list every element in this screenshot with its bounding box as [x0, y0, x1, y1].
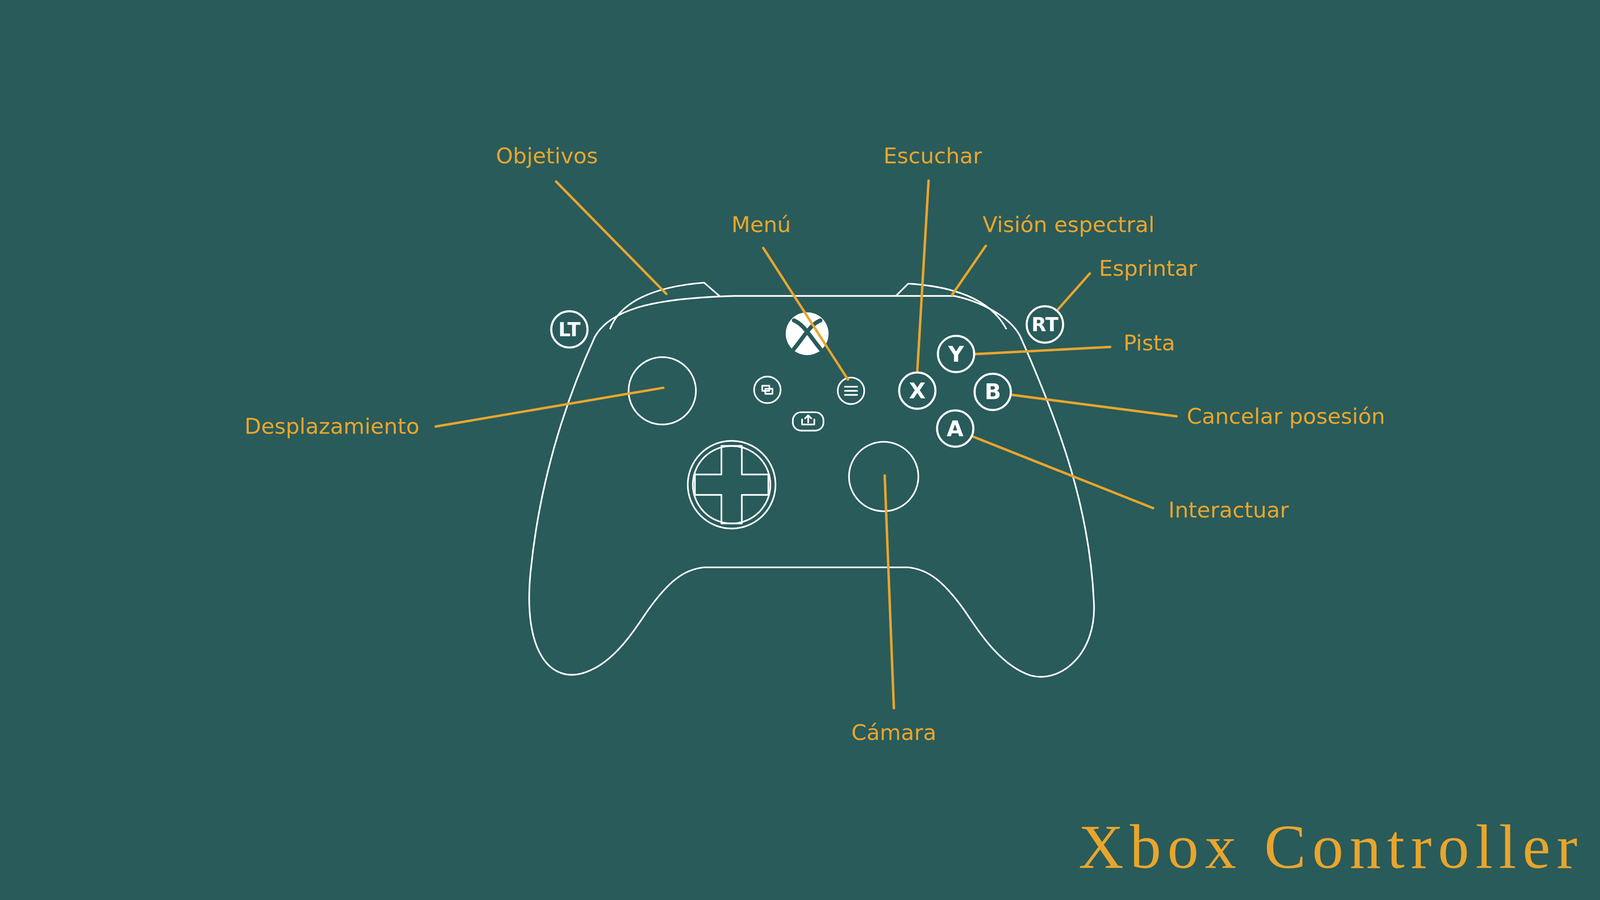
xbox-logo-mark	[793, 320, 821, 350]
left-bumper	[610, 282, 720, 329]
controller-outline	[529, 282, 1095, 677]
leader-line	[556, 181, 667, 294]
button-ring	[551, 311, 588, 348]
button-letter: X	[909, 380, 926, 402]
leader-line	[884, 475, 894, 708]
button-ring	[937, 410, 974, 447]
view-button	[754, 376, 781, 404]
leader-line	[1058, 273, 1090, 310]
callout-label: Visión espectral	[982, 211, 1155, 238]
leader-line	[975, 347, 1110, 355]
leader-line	[917, 180, 929, 371]
button-circle: B	[973, 372, 1013, 412]
callout-label: Esprintar	[1099, 255, 1198, 282]
leader-line	[973, 436, 1153, 508]
leader-line	[763, 247, 848, 380]
share-icon	[802, 415, 815, 425]
button-ring	[937, 335, 975, 373]
callout-label: Desplazamiento	[244, 413, 420, 440]
leader-line	[435, 387, 664, 427]
callout-label: Cámara	[851, 719, 937, 746]
callout-label: Cancelar posesión	[1186, 403, 1385, 430]
button-circle: RT	[1025, 305, 1065, 344]
button-letter: RT	[1031, 315, 1059, 335]
menu-icon	[845, 386, 858, 395]
dpad-ring-inner	[692, 445, 771, 524]
button-circle: Y	[936, 334, 976, 374]
diagram-title: Xbox Controller	[1078, 812, 1584, 882]
button-letter: A	[946, 417, 964, 440]
button-letter: Y	[948, 343, 965, 365]
button-letter: B	[984, 380, 1002, 403]
callout-label: Menú	[731, 211, 792, 238]
xbox-logo	[785, 312, 829, 355]
button-circle: X	[897, 371, 937, 410]
leader-line	[1012, 395, 1177, 417]
share-button	[792, 412, 824, 431]
xbox-logo-disc	[785, 312, 829, 355]
right-bumper	[895, 283, 1006, 329]
button-letter: LT	[558, 320, 581, 340]
callout-label: Escuchar	[883, 142, 982, 169]
button-circle: LT	[550, 310, 589, 349]
callout-label: Interactuar	[1168, 497, 1289, 523]
dpad-cross	[695, 445, 769, 524]
dpad-ring	[687, 440, 776, 529]
callout-label: Pista	[1123, 330, 1175, 356]
callout-label: Objetivos	[495, 142, 598, 169]
button-circle: A	[935, 409, 975, 448]
leader-lines	[435, 180, 1177, 708]
button-ring	[974, 373, 1011, 410]
button-ring	[899, 372, 936, 409]
menu-button	[837, 377, 865, 405]
leader-line	[952, 245, 986, 295]
button-ring	[1026, 306, 1063, 343]
view-icon	[762, 385, 773, 395]
